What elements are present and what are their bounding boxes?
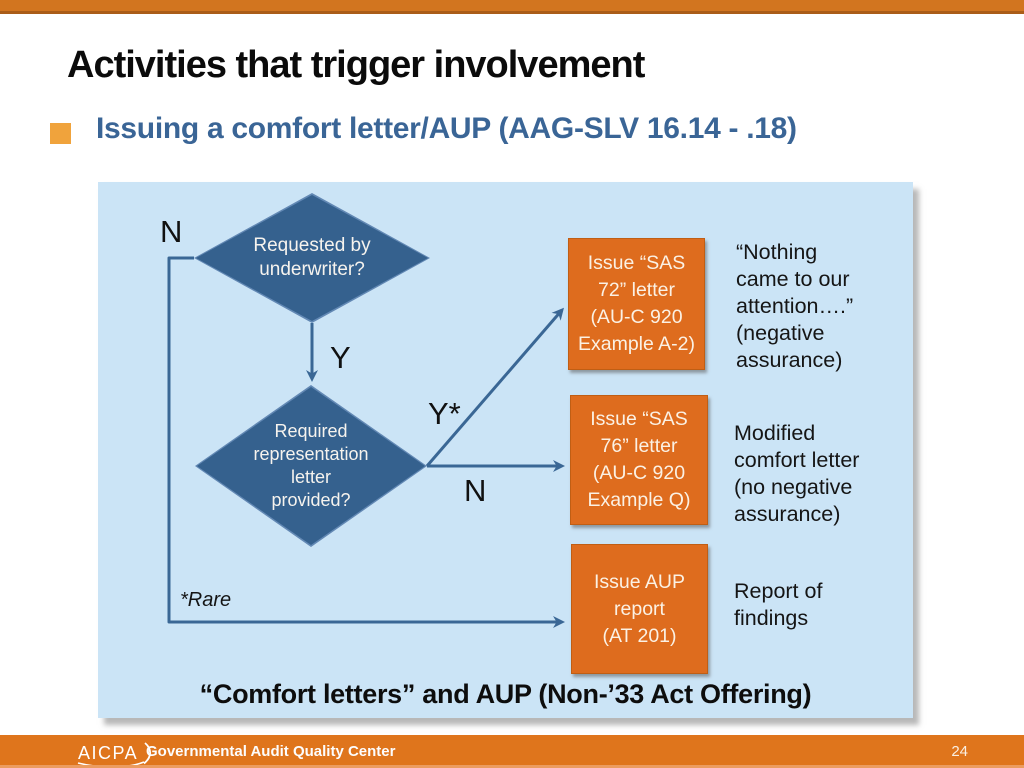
outcome-sas76-letter: Issue “SAS 76” letter (AU-C 920 Example …	[570, 395, 708, 525]
outcome-sas72-letter: Issue “SAS 72” letter (AU-C 920 Example …	[568, 238, 705, 370]
edge-label-underwriter-no: N	[160, 214, 183, 249]
bullet-text: Issuing a comfort letter/AUP (AAG-SLV 16…	[96, 112, 797, 145]
bullet-marker	[50, 123, 71, 144]
page-number: 24	[951, 743, 968, 760]
slide-title: Activities that trigger involvement	[67, 44, 645, 86]
edge-no-to-aup	[167, 256, 565, 628]
panel-caption: “Comfort letters” and AUP (Non-’33 Act O…	[199, 679, 812, 709]
rare-footnote: *Rare	[180, 589, 232, 611]
edge-label-underwriter-yes: Y	[330, 340, 351, 375]
edge-label-rep-letter-no: N	[464, 473, 487, 508]
edge-ystar-to-sas72	[425, 307, 564, 467]
annotation-modified-comfort-letter: Modified comfort letter (no negative ass…	[734, 421, 860, 526]
aicpa-logo-text: AICPA	[78, 743, 139, 763]
footer-center-name: Governmental Audit Quality Center	[146, 743, 396, 760]
flowchart-arrows	[167, 256, 565, 628]
outcome-aup-report: Issue AUP report (AT 201)	[571, 544, 708, 674]
edge-label-rep-letter-yes: Y*	[428, 396, 461, 431]
top-accent-bar	[0, 0, 1024, 14]
flowchart-panel: Requested by underwriter? Required repre…	[98, 182, 913, 718]
footer-bar: AICPA Governmental Audit Quality Center …	[0, 735, 1024, 768]
annotation-negative-assurance: “Nothing came to our attention….” (negat…	[736, 240, 854, 372]
annotation-report-of-findings: Report of findings	[734, 579, 823, 630]
